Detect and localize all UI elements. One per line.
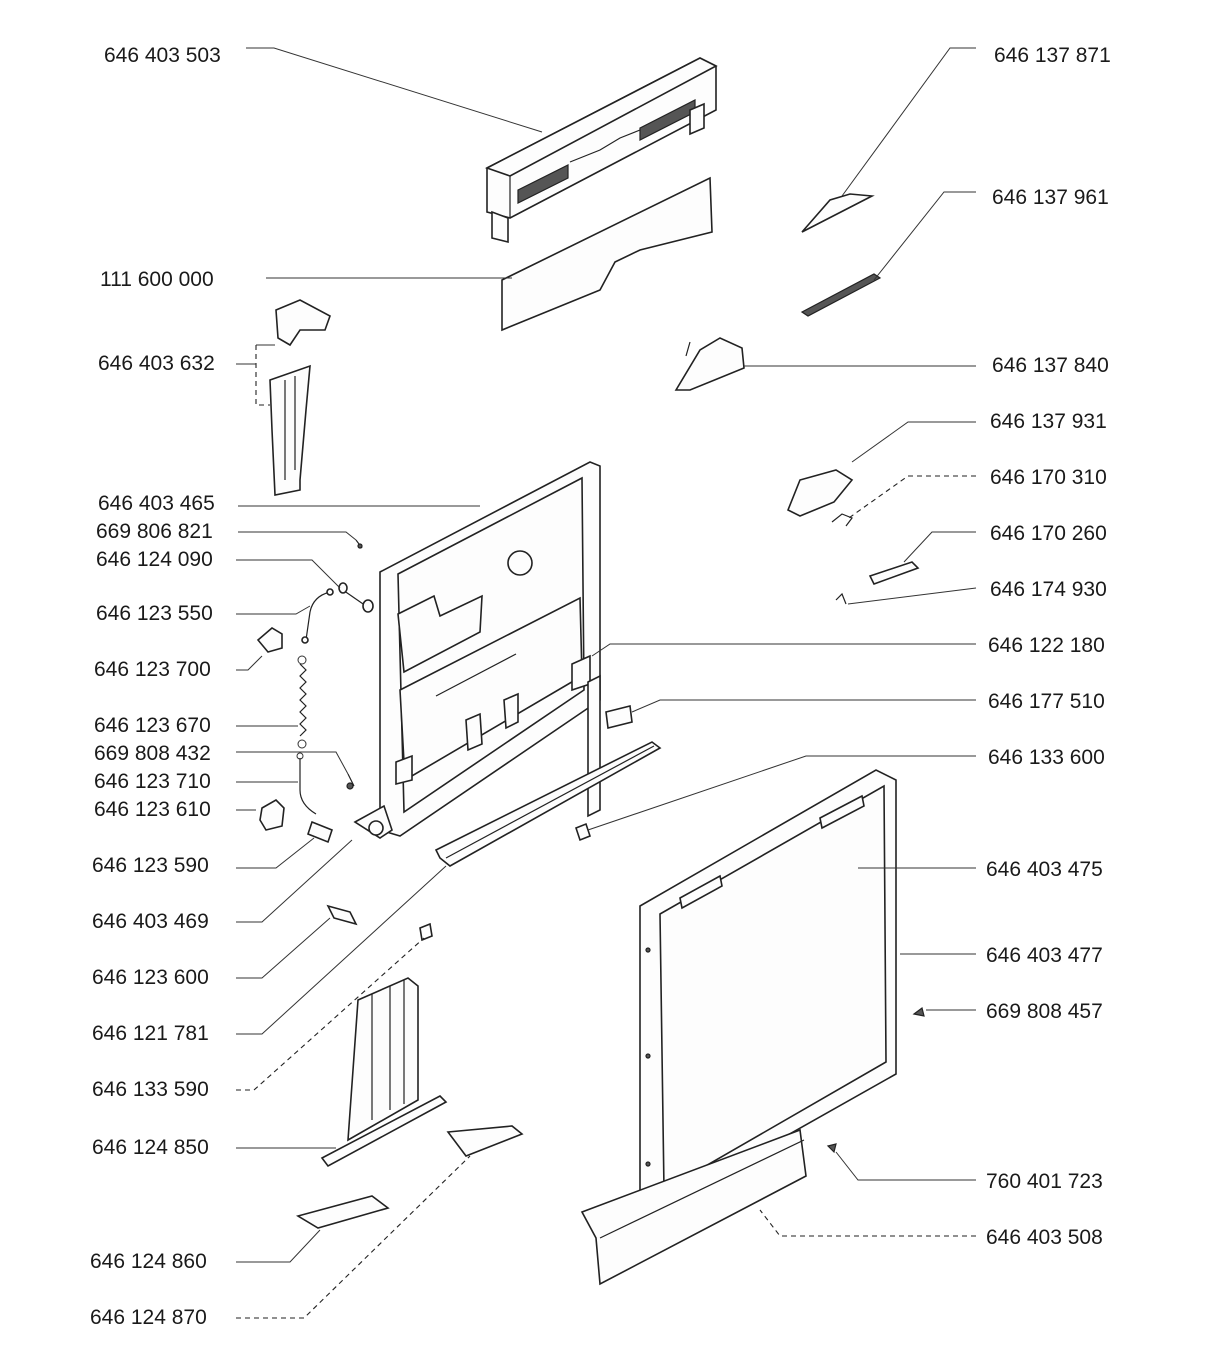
- screw-760401723: [826, 1143, 837, 1154]
- label-646123700: 646 123 700: [94, 658, 211, 681]
- label-646124850: 646 124 850: [92, 1136, 209, 1159]
- label-646137931: 646 137 931: [990, 410, 1107, 433]
- label-646123710: 646 123 710: [94, 770, 211, 793]
- label-646403632: 646 403 632: [98, 352, 215, 375]
- label-646137871: 646 137 871: [994, 44, 1111, 67]
- decor-panel: [501, 176, 713, 332]
- label-646124860: 646 124 860: [90, 1250, 207, 1273]
- cap-646177510: [605, 705, 633, 729]
- cable-646123710: [296, 752, 317, 815]
- label-646123550: 646 123 550: [96, 602, 213, 625]
- housing-646137931: [786, 469, 854, 517]
- clip-646123610: [259, 799, 285, 831]
- slider-646170260: [868, 561, 920, 585]
- hinge-bracket: [255, 299, 331, 496]
- label-669808457: 669 808 457: [986, 1000, 1103, 1023]
- label-646123590: 646 123 590: [92, 854, 209, 877]
- block-646133590: [419, 922, 433, 942]
- outer-door-panel: [639, 769, 897, 1207]
- label-646403477: 646 403 477: [986, 944, 1103, 967]
- label-646177510: 646 177 510: [988, 690, 1105, 713]
- label-646123600: 646 123 600: [92, 966, 209, 989]
- control-panel-top: [484, 57, 718, 244]
- knob-646123700: [256, 627, 283, 653]
- pin-646174930: [835, 592, 847, 605]
- label-646133600: 646 133 600: [988, 746, 1105, 769]
- bracket-646123600: [326, 904, 358, 926]
- label-646403465: 646 403 465: [98, 492, 215, 515]
- screw-669808432: [346, 773, 355, 790]
- shaft-646124090: [338, 582, 374, 613]
- label-669808432: 669 808 432: [94, 742, 211, 765]
- label-646403475: 646 403 475: [986, 858, 1103, 881]
- label-646137840: 646 137 840: [992, 354, 1109, 377]
- spring-646123670: [297, 655, 307, 749]
- label-646123670: 646 123 670: [94, 714, 211, 737]
- bracket-646137840: [674, 337, 745, 391]
- foot-bracket-646124860: [295, 1195, 390, 1229]
- label-646403503: 646 403 503: [104, 44, 221, 67]
- bottom-rail: [434, 741, 662, 867]
- label-646123610: 646 123 610: [94, 798, 211, 821]
- label-646133590: 646 133 590: [92, 1078, 209, 1101]
- clip-646133600: [575, 822, 591, 842]
- foot-bracket-646124870: [446, 1125, 524, 1157]
- screw-669808457: [912, 1006, 925, 1017]
- strip-646137961: [800, 273, 882, 317]
- label-646121781: 646 121 781: [92, 1022, 209, 1045]
- label-646124090: 646 124 090: [96, 548, 213, 571]
- label-646174930: 646 174 930: [990, 578, 1107, 601]
- label-646122180: 646 122 180: [988, 634, 1105, 657]
- label-646124870: 646 124 870: [90, 1306, 207, 1329]
- cable-646123550: [301, 588, 334, 644]
- label-646170260: 646 170 260: [990, 522, 1107, 545]
- roller-646123590: [307, 820, 333, 844]
- label-111600000: 111 600 000: [100, 268, 214, 291]
- kick-plate: [580, 1128, 807, 1286]
- leader-lines: [236, 47, 977, 1319]
- clip-646170310: [831, 513, 853, 527]
- label-760401723: 760 401 723: [986, 1170, 1103, 1193]
- label-646170310: 646 170 310: [990, 466, 1107, 489]
- label-646403469: 646 403 469: [92, 910, 209, 933]
- label-646403508: 646 403 508: [986, 1226, 1103, 1249]
- cover-646137871: [801, 193, 875, 233]
- label-646137961: 646 137 961: [992, 186, 1109, 209]
- inner-door-frame: [353, 461, 601, 839]
- screw-669806821: [355, 539, 363, 549]
- label-669806821: 669 806 821: [96, 520, 213, 543]
- support-stand: [320, 977, 448, 1168]
